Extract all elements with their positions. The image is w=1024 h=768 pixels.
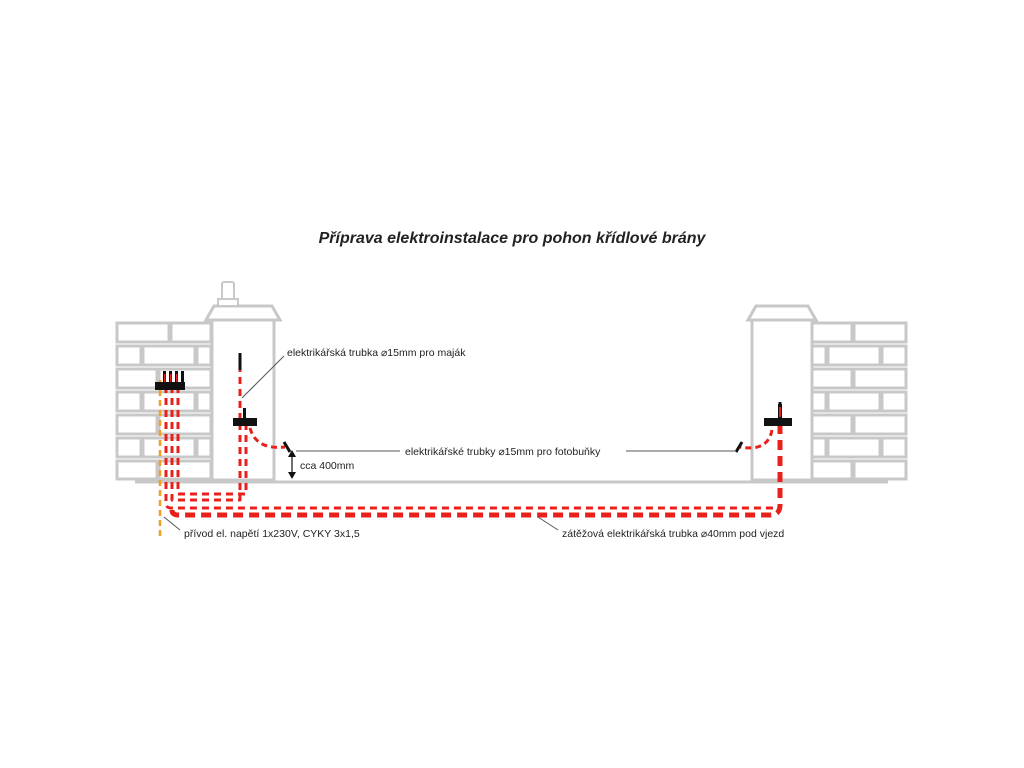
beacon-icon: [217, 281, 239, 307]
left-pillar: [203, 304, 283, 482]
leader-supply: [163, 516, 181, 531]
label-height: cca 400mm: [300, 460, 355, 472]
leader-beacon: [241, 355, 285, 399]
label-beacon-conduit: elektrikářská trubka ⌀15mm pro maják: [287, 347, 466, 359]
photocell-end-left: [282, 441, 292, 453]
heavy-conduit: [169, 420, 783, 518]
label-photocell-conduits: elektrikářské trubky ⌀15mm pro fotobuňky: [405, 446, 601, 458]
label-heavy-conduit: zátěžová elektrikářská trubka ⌀40mm pod …: [562, 528, 784, 540]
photocell-conduit-left: [248, 427, 286, 449]
right-brick-wall: [810, 321, 908, 481]
junction-box-left-wall: [155, 371, 185, 390]
diagram-title: Příprava elektroinstalace pro pohon kříd…: [319, 230, 707, 247]
photocell-end-right: [734, 441, 744, 453]
leader-heavy-conduit: [537, 516, 559, 531]
right-pillar: [745, 304, 819, 482]
junction-box-right-pillar: [764, 404, 792, 426]
conduits: [164, 353, 783, 518]
height-dimension: [288, 450, 296, 479]
junction-box-left-pillar: [233, 408, 257, 426]
label-power-supply: přívod el. napětí 1x230V, CYKY 3x1,5: [184, 528, 360, 540]
left-brick-wall: [115, 321, 213, 481]
photocell-conduit-right: [739, 429, 774, 450]
